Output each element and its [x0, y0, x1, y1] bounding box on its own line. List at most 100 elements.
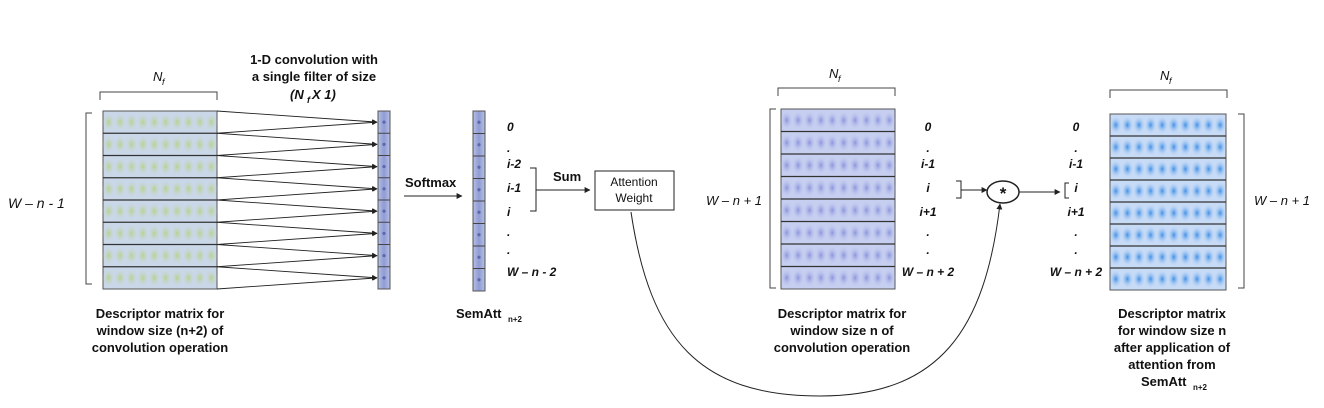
matrix-cell [1213, 137, 1227, 157]
matrix-cell [1179, 247, 1192, 267]
matrix-cell [1155, 247, 1169, 267]
matrix-cell [1155, 115, 1169, 135]
matrix-cell [791, 200, 805, 220]
matrix-cell [837, 155, 850, 175]
matrix-cell [205, 112, 218, 132]
matrix-cell [159, 201, 172, 221]
matrix-cell [113, 157, 127, 176]
matrix-cell [1121, 159, 1134, 179]
matrix-cell [1132, 225, 1146, 245]
matrix-cell [1132, 115, 1146, 135]
vector-cell [477, 165, 481, 169]
matrix-row [102, 154, 218, 176]
matrix-cell [193, 157, 207, 176]
matrix-cell [826, 133, 839, 153]
matrix-cell [1213, 203, 1227, 223]
matrix-cell [791, 178, 805, 198]
matrix-cell [1109, 225, 1123, 245]
matrix-cell [826, 223, 839, 243]
right-index-list: 0.i-1ii+1..W – n + 2 [1050, 120, 1103, 279]
matrix-cell [860, 200, 873, 220]
matrix-cell [814, 133, 828, 153]
matrix-cell [1190, 159, 1204, 179]
matrix-cell [1144, 137, 1157, 157]
left-height-label: W – n - 1 [8, 195, 65, 211]
matrix-cell [871, 268, 885, 288]
index-label: . [507, 141, 510, 155]
matrix-cell [136, 224, 150, 243]
matrix-cell [803, 110, 816, 130]
matrix-row [1109, 245, 1227, 267]
vector-cell [477, 278, 481, 282]
matrix-cell [1109, 203, 1123, 223]
matrix-cell [1167, 115, 1181, 135]
matrix-cell [193, 112, 207, 132]
matrix-cell [1190, 225, 1204, 245]
matrix-cell [1179, 181, 1192, 201]
matrix-cell [1213, 181, 1227, 201]
matrix-cell [159, 268, 172, 288]
svg-text:N: N [153, 69, 163, 84]
matrix-cell [1167, 159, 1181, 179]
matrix-cell [814, 223, 828, 243]
matrix-cell [159, 157, 172, 176]
matrix-cell [113, 135, 127, 154]
right-caption-line1: Descriptor matrix [1118, 306, 1226, 321]
matrix-cell [1190, 137, 1204, 157]
softmax-label: Softmax [405, 175, 457, 190]
matrix-cell [814, 178, 828, 198]
matrix-cell [113, 246, 127, 265]
vector-cell [477, 210, 481, 214]
matrix-cell [205, 201, 218, 221]
matrix-cell [102, 201, 115, 221]
index-label: i [507, 205, 511, 219]
matrix-cell [860, 155, 873, 175]
svg-text:f: f [162, 77, 166, 87]
conv-line [216, 177, 378, 192]
matrix-row [102, 199, 218, 221]
vector-cell [477, 233, 481, 237]
matrix-cell [1132, 181, 1146, 201]
right-side-bracket [1238, 113, 1245, 289]
matrix-cell [125, 157, 138, 176]
vector-cell [382, 187, 386, 191]
sum-label: Sum [553, 169, 581, 184]
right-caption-line2: for window size n [1118, 323, 1226, 338]
matrix-cell [148, 224, 161, 243]
index-label: i [926, 181, 930, 195]
matrix-cell [1202, 115, 1215, 135]
matrix-cell [1109, 247, 1123, 267]
index-label: i+1 [1067, 205, 1084, 219]
attention-weight-line2: Weight [615, 191, 653, 205]
matrix-cell [102, 246, 115, 265]
matrix-cell [113, 112, 127, 132]
matrix-cell [871, 133, 885, 153]
right-caption-line3: after application of [1114, 340, 1231, 355]
index-label: . [1074, 141, 1077, 155]
sematt-caption: SemAtt n+2 [456, 306, 523, 324]
vector-cell [382, 231, 386, 235]
matrix-cell [1109, 115, 1123, 135]
attention-curve-arrow [630, 203, 1003, 397]
matrix-cell [1109, 159, 1123, 179]
conv-line [216, 244, 378, 258]
svg-text:f: f [307, 95, 311, 105]
right-i-bracket [1064, 182, 1069, 199]
matrix-cell [871, 245, 885, 265]
index-label: 0 [925, 120, 932, 134]
matrix-cell [136, 246, 150, 265]
conv-line [216, 208, 378, 223]
matrix-row [780, 175, 896, 198]
matrix-cell [1144, 247, 1157, 267]
matrix-cell [170, 201, 184, 221]
conv-line [216, 142, 378, 156]
conv-caption-line3: (N f X 1) [290, 87, 336, 105]
vector-cell [382, 120, 386, 124]
matrix-cell [182, 268, 195, 288]
matrix-cell [102, 157, 115, 176]
matrix-cell [170, 224, 184, 243]
matrix-cell [125, 201, 138, 221]
matrix-cell [860, 178, 873, 198]
matrix-cell [883, 155, 896, 175]
matrix-cell [1190, 115, 1204, 135]
